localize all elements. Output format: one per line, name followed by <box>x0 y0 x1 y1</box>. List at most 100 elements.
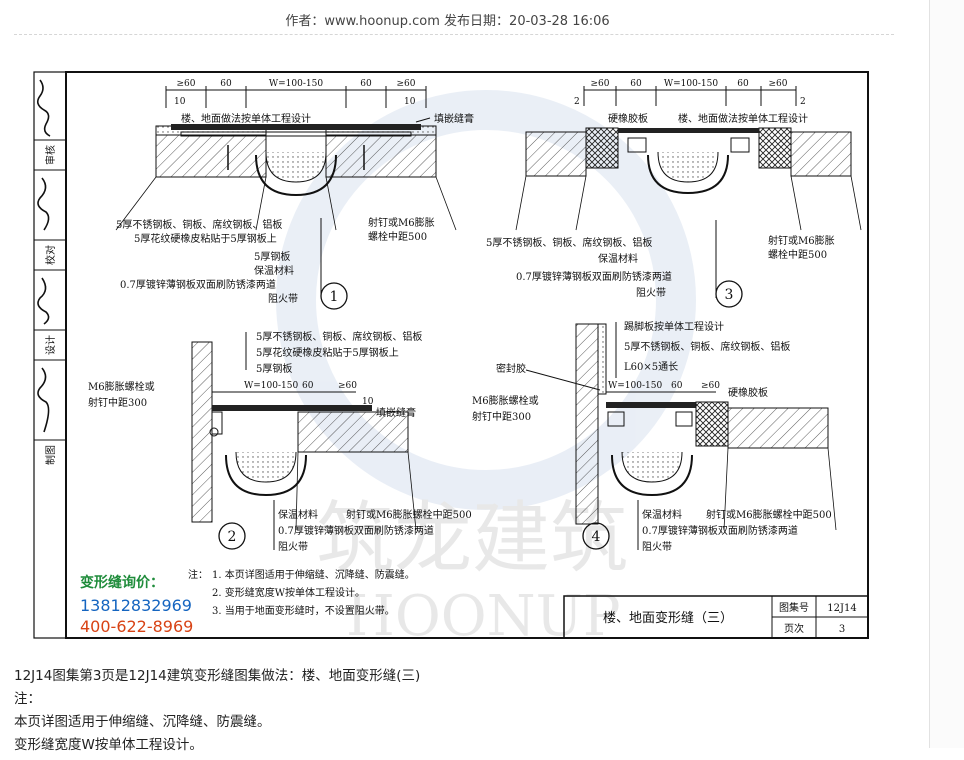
dimension-label: ≥60 <box>701 381 720 391</box>
callout-label: 0.7厚镀锌薄钢板双面刷防锈漆两道 <box>642 524 798 537</box>
drawing-notes: 注： 1. 本页详图适用于伸缩缝、沉降缝、防震缝。 2. 变形缝宽度W按单体工程… <box>188 568 415 617</box>
price-inquiry-promo: 变形缝询价： 13812832969 400-622-8969 <box>80 574 193 636</box>
note-item: 1. 本页详图适用于伸缩缝、沉降缝、防震缝。 <box>212 568 415 581</box>
dimension-label: W=100-150 <box>664 79 718 89</box>
dimension-label: 10 <box>174 97 186 107</box>
callout-label: L60×5通长 <box>624 361 678 373</box>
detail-2: 5厚不锈钢板、铜板、席纹钢板、铝板 5厚花纹硬橡皮粘贴于5厚钢板上 5厚钢板 M… <box>88 330 472 553</box>
signature-mark <box>36 79 51 137</box>
dimension-label: ≥60 <box>177 79 196 89</box>
signature-mark <box>37 177 50 231</box>
callout-label: 5厚钢板 <box>254 250 290 263</box>
callout-label: 阻火带 <box>642 541 672 553</box>
dimension-label: 60 <box>737 79 749 89</box>
callout-label: 阻火带 <box>268 293 298 305</box>
sidebar-label: 设计 <box>44 335 57 355</box>
page-scrollbar[interactable] <box>929 0 964 748</box>
callout-label: 5厚花纹硬橡皮粘贴于5厚钢板上 <box>256 346 399 359</box>
watermark: 筑龙建筑 HOONUP <box>276 90 696 649</box>
callout-label: 楼、地面做法按单体工程设计 <box>678 112 808 125</box>
callout-label: 射钉中距300 <box>88 396 147 409</box>
callout-label: 0.7厚镀锌薄钢板双面刷防锈漆两道 <box>278 524 434 537</box>
callout-label: 螺栓中距500 <box>768 248 827 261</box>
detail-number: 2 <box>228 529 237 545</box>
signature-mark <box>37 367 50 433</box>
article-paragraph: 本页详图适用于伸缩缝、沉降缝、防震缝。 <box>14 714 271 730</box>
callout-label: 射钉或M6膨胀螺栓中距500 <box>346 508 472 521</box>
drawing-title: 楼、地面变形缝（三） <box>603 610 733 626</box>
detail-number: 4 <box>592 529 601 545</box>
callout-label: 踢脚板按单体工程设计 <box>624 320 724 333</box>
callout-label: 保温材料 <box>642 508 682 521</box>
callout-label: 楼、地面做法按单体工程设计 <box>181 112 311 125</box>
callout-label: 5厚不锈钢板、铜板、席纹钢板、铝板 <box>486 236 652 249</box>
page-number: 3 <box>839 624 845 635</box>
article-paragraph: 12J14图集第3页是12J14建筑变形缝图集做法：楼、地面变形缝(三) <box>14 668 421 684</box>
callout-label: M6膨胀螺栓或 <box>472 394 539 407</box>
dimension-label: 60 <box>220 79 232 89</box>
callout-label: 5厚钢板 <box>256 362 292 375</box>
callout-label: 螺栓中距500 <box>368 230 427 243</box>
dimension-label: 60 <box>360 79 372 89</box>
callout-label: 填嵌缝膏 <box>434 112 474 125</box>
signature-sidebar: 审核 校对 设计 制图 <box>33 71 67 639</box>
promo-phone-1: 13812832969 <box>80 596 192 615</box>
article-paragraph: 变形缝宽度W按单体工程设计。 <box>14 737 203 753</box>
callout-label: 5厚不锈钢板、铜板、席纹钢板、铝板 <box>116 218 282 231</box>
callout-label: 保温材料 <box>254 264 294 277</box>
notes-label: 注： <box>188 568 208 581</box>
callout-label: 密封胶 <box>496 362 526 375</box>
callout-label: M6膨胀螺栓或 <box>88 380 155 393</box>
dimension-label: W=100-150 <box>608 381 662 391</box>
detail-number: 3 <box>725 287 734 303</box>
callout-label: 阻火带 <box>278 541 308 553</box>
promo-title: 变形缝询价： <box>80 574 164 591</box>
callout-label: 5厚花纹硬橡皮粘贴于5厚钢板上 <box>134 232 277 245</box>
detail-number: 1 <box>330 289 339 305</box>
detail-3: ≥60 60 W=100-150 60 ≥60 2 2 硬橡胶板 楼、地面做法按… <box>486 79 862 308</box>
sidebar-label: 制图 <box>44 445 57 465</box>
callout-label: 5厚不锈钢板、铜板、席纹钢板、铝板 <box>624 340 790 353</box>
callout-label: 硬橡胶板 <box>608 112 648 125</box>
dimension-label: ≥60 <box>769 79 788 89</box>
dimension-label: 2 <box>574 97 580 107</box>
dimension-label: ≥60 <box>338 381 357 391</box>
article-body: 12J14图集第3页是12J14建筑变形缝图集做法：楼、地面变形缝(三) 注： … <box>14 668 894 760</box>
sidebar-label: 校对 <box>44 245 57 265</box>
dimension-label: 10 <box>362 397 374 407</box>
dimension-label: W=100-150 <box>244 381 298 391</box>
dimension-label: ≥60 <box>397 79 416 89</box>
dimension-label: 60 <box>630 79 642 89</box>
note-item: 2. 变形缝宽度W按单体工程设计。 <box>212 586 365 599</box>
callout-label: 阻火带 <box>636 287 666 299</box>
callout-label: 射钉或M6膨胀 <box>768 234 835 247</box>
atlas-number: 12J14 <box>827 603 856 614</box>
article-paragraph: 注： <box>14 691 41 707</box>
sidebar-label: 审核 <box>44 145 57 165</box>
callout-label: 射钉中距300 <box>472 410 531 423</box>
callout-label: 0.7厚镀锌薄钢板双面刷防锈漆两道 <box>120 278 276 291</box>
callout-label: 射钉或M6膨胀 <box>368 216 435 229</box>
detail-4: 踢脚板按单体工程设计 5厚不锈钢板、铜板、席纹钢板、铝板 L60×5通长 密封胶… <box>472 320 837 553</box>
callout-label: 保温材料 <box>598 252 638 265</box>
callout-label: 0.7厚镀锌薄钢板双面刷防锈漆两道 <box>516 270 672 283</box>
signature-mark <box>37 277 50 325</box>
callout-label: 保温材料 <box>278 508 318 521</box>
divider <box>14 34 894 35</box>
callout-label: 硬橡胶板 <box>728 386 768 399</box>
dimension-label: ≥60 <box>591 79 610 89</box>
dimension-label: 60 <box>302 381 314 391</box>
note-item: 3. 当用于地面变形缝时，不设置阻火带。 <box>212 604 395 617</box>
article-meta: 作者：www.hoonup.com 发布日期：20-03-28 16:06 <box>285 14 610 29</box>
promo-phone-2: 400-622-8969 <box>80 617 193 636</box>
dimension-label: 60 <box>671 381 683 391</box>
dimension-label: 2 <box>800 97 806 107</box>
dimension-label: 10 <box>404 97 416 107</box>
page-label: 页次 <box>784 622 804 635</box>
atlas-label: 图集号 <box>779 601 809 614</box>
title-block: 楼、地面变形缝（三） 图集号 12J14 页次 3 <box>563 595 869 639</box>
dimension-label: W=100-150 <box>269 79 323 89</box>
detail-1: ≥60 60 W=100-150 60 ≥60 10 10 楼、地面做法按单体工… <box>115 79 474 310</box>
callout-label: 5厚不锈钢板、铜板、席纹钢板、铝板 <box>256 330 422 343</box>
atlas-drawing-image: 筑龙建筑 HOONUP 审核 校对 设计 制图 ≥60 60 W=100-150… <box>16 60 880 650</box>
